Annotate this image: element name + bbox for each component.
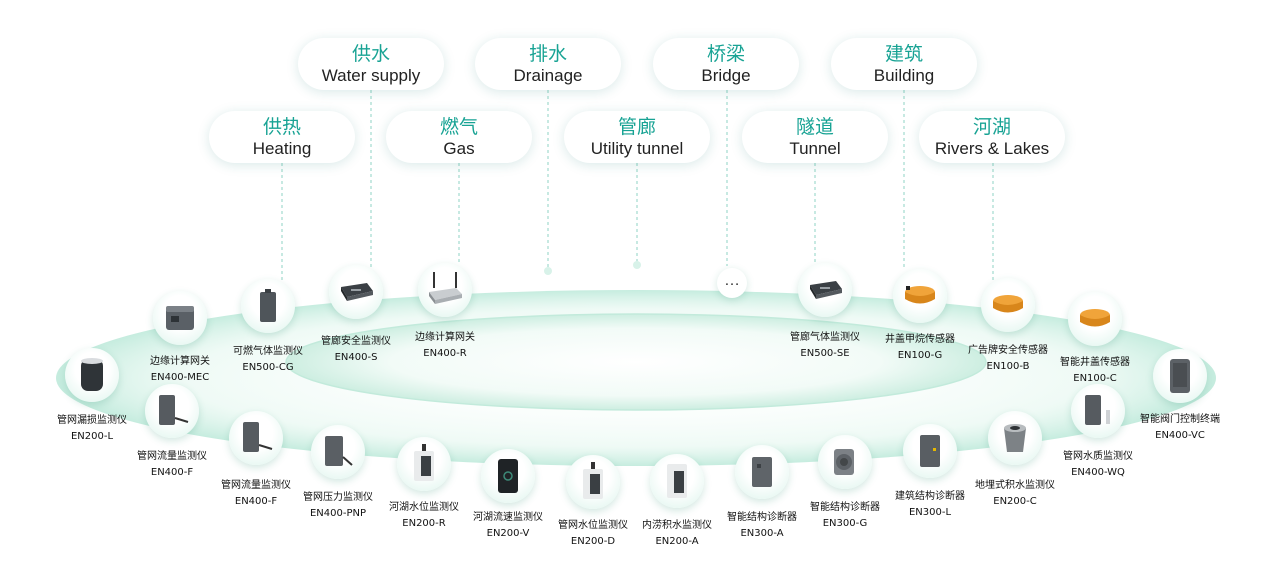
category-heating[interactable]: 供热 Heating bbox=[209, 111, 355, 163]
device-name: 广告牌安全传感器 bbox=[968, 345, 1048, 356]
device-model: EN300-L bbox=[908, 507, 952, 518]
device-name: 建筑结构诊断器 bbox=[895, 491, 965, 502]
manhole-sensor-icon bbox=[1080, 309, 1110, 327]
category-zh-label: 建筑 bbox=[884, 43, 923, 65]
device-name: 边缘计算网关 bbox=[150, 356, 210, 367]
device-name: 管网漏损监测仪 bbox=[57, 415, 127, 426]
device-model: EN200-C bbox=[993, 496, 1037, 507]
device-name: 智能结构诊断器 bbox=[727, 512, 797, 523]
valve-terminal-icon bbox=[1170, 359, 1190, 393]
structure-box-icon bbox=[752, 457, 772, 487]
category-zh-label: 桥梁 bbox=[706, 43, 745, 65]
device-name: 智能井盖传感器 bbox=[1060, 357, 1130, 368]
more-devices-button[interactable]: … bbox=[717, 268, 747, 298]
category-gas[interactable]: 燃气 Gas bbox=[386, 111, 532, 163]
device-name: 管廊气体监测仪 bbox=[790, 332, 860, 343]
bucket-sensor-icon bbox=[1004, 424, 1026, 452]
category-rivers-lakes[interactable]: 河湖 Rivers & Lakes bbox=[919, 111, 1065, 163]
device-model: EN200-D bbox=[570, 536, 616, 547]
device-name: 管网压力监测仪 bbox=[303, 492, 373, 503]
category-zh-label: 隧道 bbox=[795, 116, 834, 138]
device-model: EN400-WQ bbox=[1071, 467, 1125, 478]
device-name: 管网水质监测仪 bbox=[1063, 451, 1133, 462]
device-name: 智能阀门控制终端 bbox=[1140, 414, 1220, 425]
device-model: EN200-A bbox=[655, 536, 699, 547]
gas-detector-icon bbox=[260, 289, 276, 322]
device-name: 河湖水位监测仪 bbox=[389, 502, 459, 513]
category-zh-label: 供热 bbox=[262, 116, 301, 138]
gateway-box-icon bbox=[166, 306, 194, 330]
flow-meter-icon bbox=[243, 422, 273, 452]
radar-sensor-icon bbox=[498, 459, 518, 493]
device-model: EN200-R bbox=[402, 518, 446, 529]
category-en-label: Water supply bbox=[321, 66, 421, 85]
flow-meter-icon bbox=[1085, 395, 1110, 425]
device-model: EN100-G bbox=[897, 350, 943, 361]
round-sensor-icon bbox=[834, 449, 854, 475]
category-en-label: Building bbox=[873, 66, 935, 85]
water-level-icon bbox=[667, 464, 687, 498]
category-en-label: Utility tunnel bbox=[590, 139, 684, 158]
cylinder-meter-icon bbox=[81, 358, 103, 391]
device-name: 地埋式积水监测仪 bbox=[975, 480, 1055, 491]
water-level-icon bbox=[414, 444, 434, 481]
device-model: EN400-F bbox=[150, 467, 194, 478]
category-en-label: Drainage bbox=[513, 66, 583, 85]
device-name: 河湖流速监测仪 bbox=[473, 512, 543, 523]
category-utility-tunnel[interactable]: 管廊 Utility tunnel bbox=[564, 111, 710, 163]
water-level-icon bbox=[583, 462, 603, 499]
device-model: EN400-MEC bbox=[150, 372, 210, 383]
device-model: EN200-L bbox=[70, 431, 114, 442]
device-model: EN100-C bbox=[1073, 373, 1117, 384]
device-model: EN400-PNP bbox=[309, 508, 367, 519]
category-bridge[interactable]: 桥梁 Bridge bbox=[653, 38, 799, 90]
pressure-meter-icon bbox=[325, 436, 353, 466]
device-name: 管网流量监测仪 bbox=[137, 451, 207, 462]
category-building[interactable]: 建筑 Building bbox=[831, 38, 977, 90]
category-tunnel[interactable]: 隧道 Tunnel bbox=[742, 111, 888, 163]
manhole-sensor-icon bbox=[905, 286, 935, 304]
edge-box-icon bbox=[341, 283, 373, 301]
category-drainage[interactable]: 排水 Drainage bbox=[475, 38, 621, 90]
device-model: EN400-F bbox=[234, 496, 278, 507]
structure-box-icon bbox=[920, 435, 940, 467]
device-model: EN400-R bbox=[423, 348, 467, 359]
device-name: 管廊安全监测仪 bbox=[321, 336, 391, 347]
device-name: 井盖甲烷传感器 bbox=[885, 334, 955, 345]
category-en-label: Rivers & Lakes bbox=[934, 139, 1050, 158]
device-name: 边缘计算网关 bbox=[415, 332, 475, 343]
device-name: 内涝积水监测仪 bbox=[642, 520, 712, 531]
device-name: 管网流量监测仪 bbox=[221, 480, 291, 491]
device-model: EN500-CG bbox=[242, 362, 294, 373]
category-zh-label: 排水 bbox=[528, 43, 567, 65]
device-model: EN400-S bbox=[334, 352, 378, 363]
device-name: 智能结构诊断器 bbox=[810, 502, 880, 513]
device-model: EN500-SE bbox=[800, 348, 850, 359]
category-zh-label: 燃气 bbox=[439, 116, 478, 138]
category-en-label: Heating bbox=[252, 139, 312, 158]
device-model: EN300-A bbox=[740, 528, 784, 539]
category-water-supply[interactable]: 供水 Water supply bbox=[298, 38, 444, 90]
category-en-label: Gas bbox=[443, 139, 475, 158]
device-model: EN200-V bbox=[486, 528, 530, 539]
device-model: EN100-B bbox=[986, 361, 1030, 372]
category-zh-label: 河湖 bbox=[972, 116, 1011, 138]
category-en-label: Tunnel bbox=[789, 139, 841, 158]
device-model: EN300-G bbox=[822, 518, 868, 529]
edge-box-icon bbox=[810, 281, 842, 299]
category-zh-label: 供水 bbox=[351, 43, 390, 65]
device-name: 可燃气体监测仪 bbox=[233, 346, 303, 357]
device-model: EN400-VC bbox=[1155, 430, 1205, 441]
device-name: 管网水位监测仪 bbox=[558, 520, 628, 531]
flow-meter-icon bbox=[159, 395, 189, 425]
category-zh-label: 管廊 bbox=[617, 116, 656, 138]
manhole-sensor-icon bbox=[993, 295, 1023, 313]
router-icon bbox=[429, 272, 462, 304]
connector-lines bbox=[281, 90, 994, 282]
category-en-label: Bridge bbox=[701, 66, 751, 85]
inner-ring bbox=[285, 313, 987, 411]
